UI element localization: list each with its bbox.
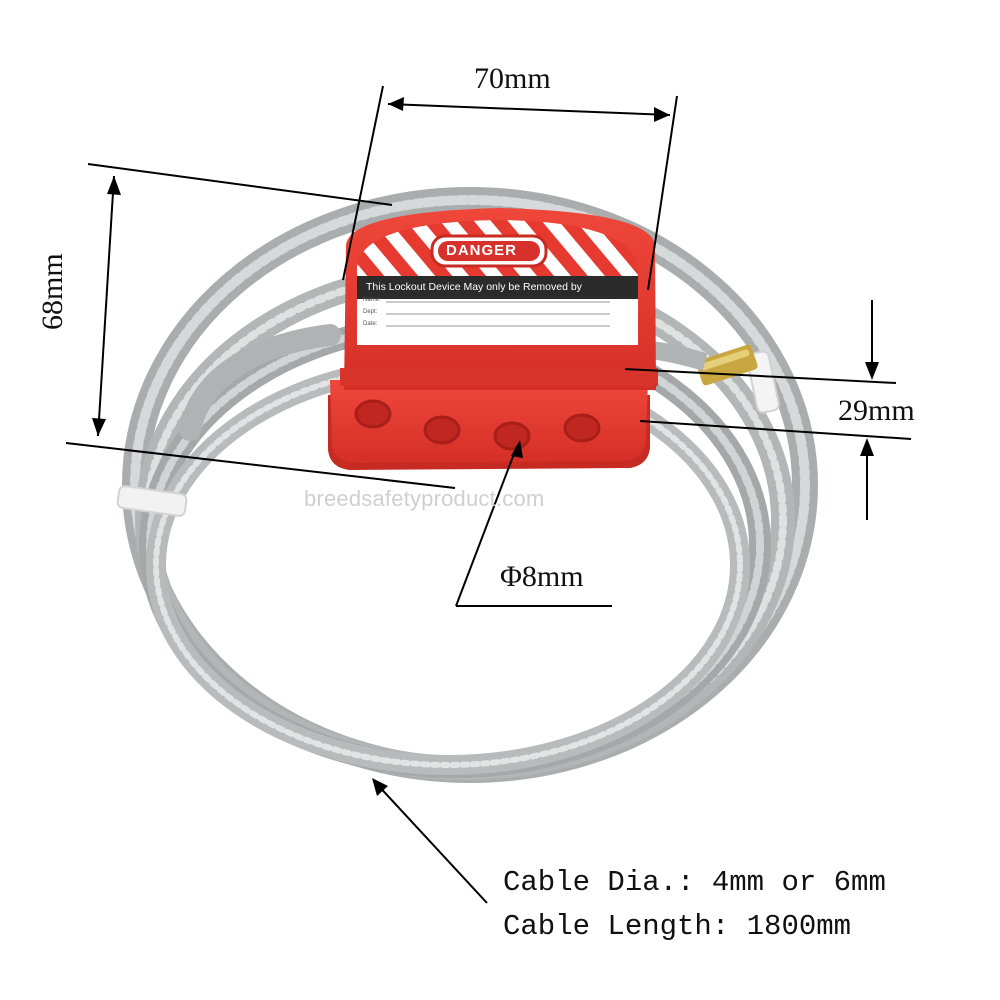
cable-tie-left	[116, 485, 188, 517]
cable-diameter-spec: Cable Dia.: 4mm or 6mm	[503, 866, 886, 899]
padlock-hole	[354, 399, 392, 429]
padlock-hole	[493, 421, 531, 451]
label-field-name: Name:	[363, 297, 381, 303]
cable-length-spec: Cable Length: 1800mm	[503, 910, 852, 943]
padlock-hole	[423, 415, 461, 445]
dimension-arrowheads	[92, 97, 879, 796]
danger-label-text: DANGER	[446, 242, 518, 259]
cable-entry	[648, 341, 708, 371]
dimension-lines	[65, 85, 912, 904]
label-field-dept: Dept:	[363, 309, 378, 315]
brass-ferrule	[696, 344, 758, 386]
padlock-hole	[563, 413, 601, 443]
lockout-notice-text: This Lockout Device May only be Removed …	[366, 281, 582, 293]
label-field-date: Date:	[363, 321, 378, 327]
padlock-holes	[354, 399, 601, 451]
hole-diameter-label: Φ8mm	[500, 560, 584, 593]
danger-label	[357, 220, 638, 345]
watermark: breedsafetyproduct.com	[304, 486, 545, 511]
width-dimension-label: 70mm	[474, 62, 551, 95]
thickness-dimension-label: 29mm	[838, 394, 915, 427]
height-dimension-label: 68mm	[36, 253, 69, 330]
